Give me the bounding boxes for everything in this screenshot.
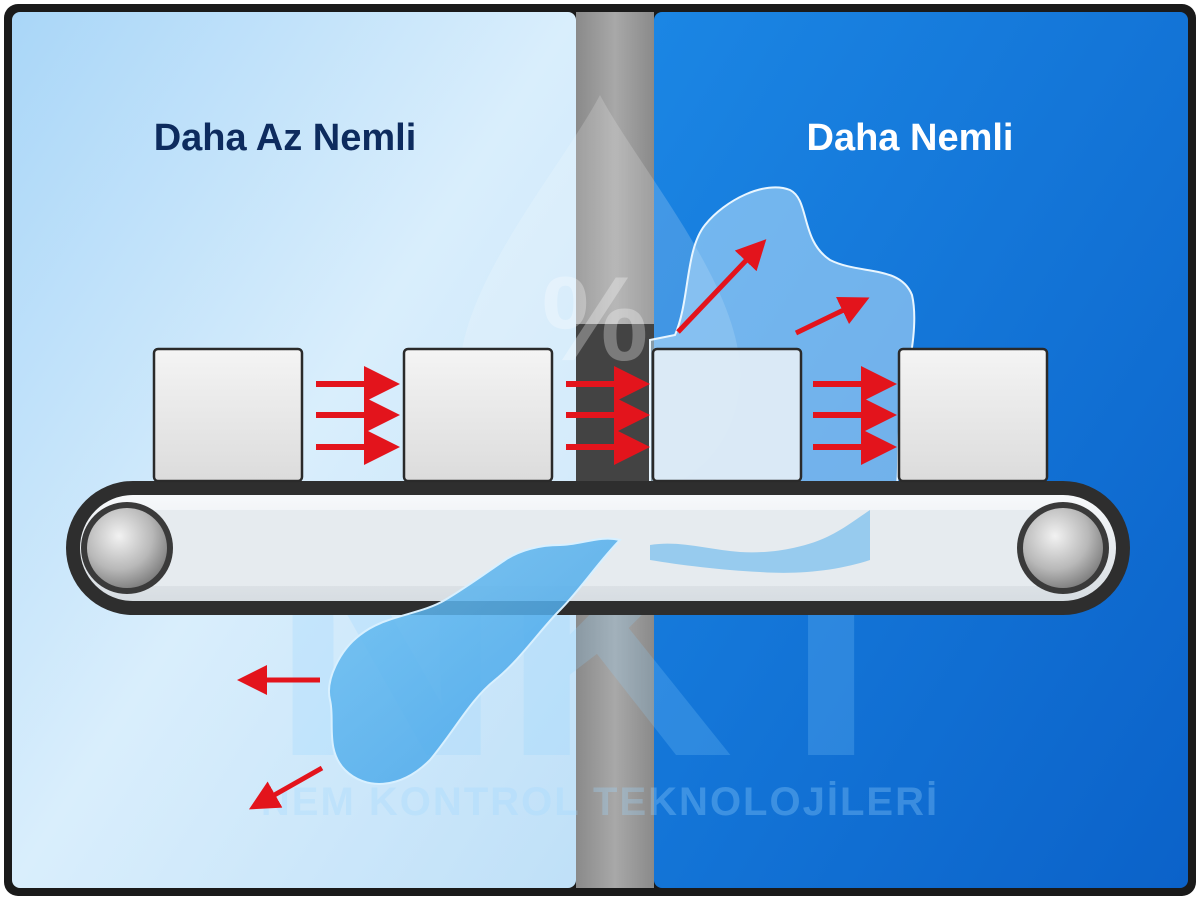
water-film (650, 510, 870, 573)
less-humid-label: Daha Az Nemli (154, 117, 417, 159)
more-humid-label: Daha Nemli (807, 117, 1014, 159)
divider-wall-lower (576, 608, 654, 888)
box-icon (152, 347, 304, 483)
watermark-percent: % (542, 252, 649, 386)
roller-right (1017, 502, 1109, 594)
moisture-arrows-up (676, 239, 870, 336)
roller-left (81, 502, 173, 594)
arrow-icon (248, 765, 324, 810)
water-puddle (328, 537, 622, 785)
roller-face (87, 508, 167, 588)
box-icon (897, 347, 1049, 483)
arrow-icon (794, 297, 870, 336)
moisture-arrows-down (237, 665, 324, 810)
conveyor-arrows (316, 366, 897, 465)
roller-face (1023, 508, 1103, 588)
box-group (152, 347, 1049, 483)
divider-wall-upper (576, 12, 654, 324)
box-icon (651, 347, 803, 483)
watermark-tagline: NEM KONTROL TEKNOLOJİLERİ (261, 780, 939, 824)
box-icon (402, 347, 554, 483)
arrow-icon (676, 239, 767, 334)
